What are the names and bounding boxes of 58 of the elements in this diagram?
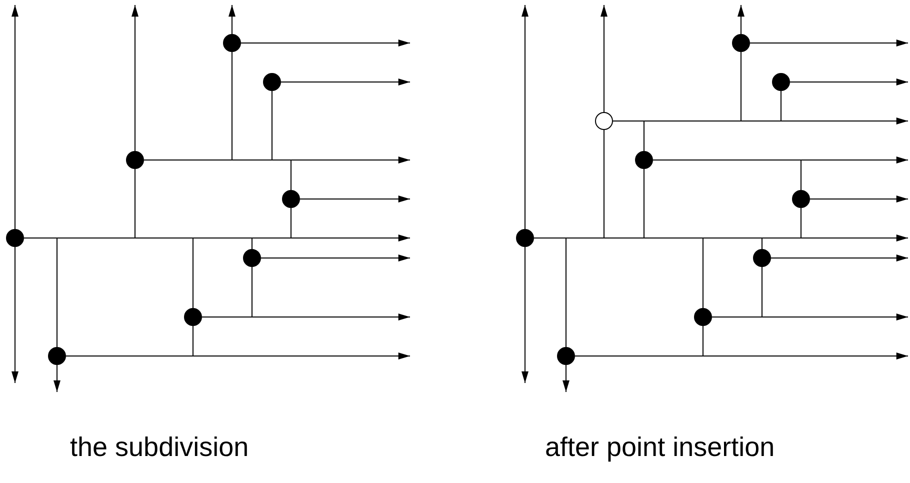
point-marker [263, 73, 281, 91]
arrow [24, 234, 410, 242]
arrow [522, 246, 528, 384]
arrow [738, 4, 744, 34]
arrow [750, 40, 908, 46]
point-marker [772, 73, 790, 91]
arrow [562, 364, 570, 392]
arrow [652, 156, 908, 164]
arrow [712, 314, 908, 320]
point-marker [516, 229, 534, 247]
arrow [144, 156, 410, 164]
connector-line [740, 52, 742, 122]
point-marker [48, 347, 66, 365]
caption-text: after point insertion [545, 432, 775, 463]
connector-line [702, 238, 704, 308]
point-marker [557, 347, 575, 365]
arrow [228, 4, 236, 34]
arrow [770, 254, 908, 262]
connector-line [56, 238, 58, 348]
arrow [54, 364, 60, 392]
arrow [132, 4, 138, 152]
arrow [240, 40, 410, 46]
arrow [790, 78, 908, 86]
arrow [66, 352, 410, 360]
arrow [534, 234, 908, 242]
connector-line [134, 168, 136, 238]
arrow [300, 196, 410, 202]
arrow [202, 314, 410, 320]
arrow [574, 352, 908, 360]
arrow [600, 4, 608, 112]
point-marker [184, 308, 202, 326]
connector-line [290, 208, 292, 238]
arrow [12, 4, 18, 230]
point-marker [6, 229, 24, 247]
arrow [810, 196, 908, 202]
arrow [280, 78, 410, 86]
point-marker [243, 249, 261, 267]
point-marker [694, 308, 712, 326]
point-marker [282, 190, 300, 208]
connector-line [800, 160, 802, 190]
connector-line [800, 208, 802, 238]
caption-text: the subdivision [70, 432, 249, 463]
connector-line [290, 160, 292, 190]
point-marker [223, 34, 241, 52]
point-marker [753, 249, 771, 267]
point-marker [792, 190, 810, 208]
connector-line [192, 238, 194, 308]
point-marker [595, 112, 613, 130]
connector-line [780, 90, 782, 122]
arrow [12, 246, 18, 384]
arrow [522, 4, 528, 230]
arrow [612, 118, 908, 124]
point-marker [126, 151, 144, 169]
connector-line [702, 326, 704, 356]
connector-line [192, 326, 194, 356]
point-marker [635, 151, 653, 169]
arrow [260, 254, 410, 262]
point-marker [732, 34, 750, 52]
